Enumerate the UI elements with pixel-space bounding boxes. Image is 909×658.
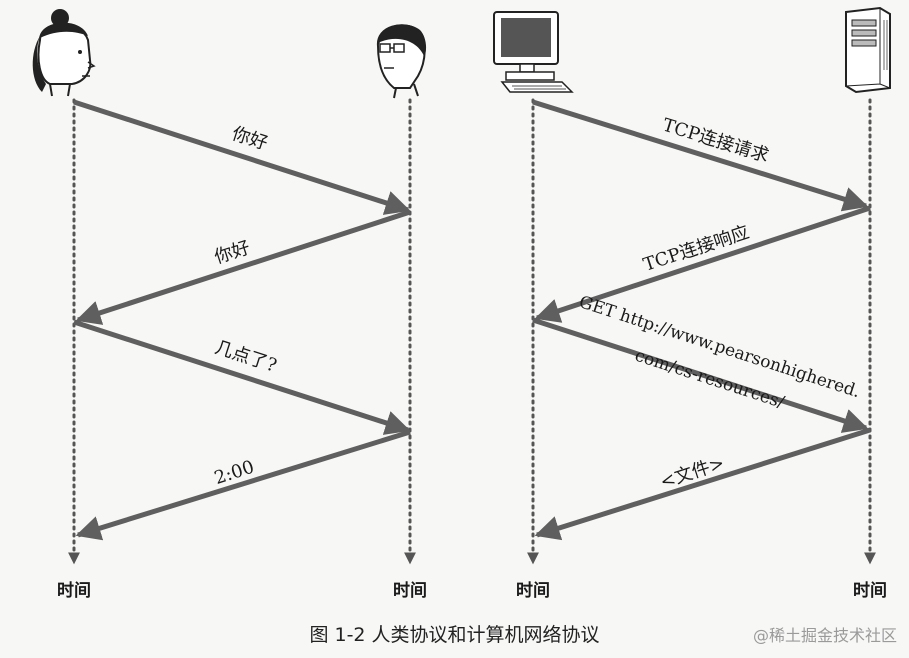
message-hello-1: 你好 — [229, 123, 270, 154]
time-label-woman: 时间 — [57, 580, 91, 601]
arrow-what-time — [73, 319, 411, 435]
arrow-tcp-response — [534, 205, 871, 323]
time-label-client: 时间 — [516, 580, 550, 601]
arrow-tcp-request — [532, 99, 869, 212]
time-label-man: 时间 — [393, 580, 427, 601]
arrow-file — [534, 427, 871, 541]
woman-head-icon — [32, 9, 96, 97]
man-with-glasses-icon — [376, 24, 427, 99]
arrow-hello-1 — [73, 99, 411, 215]
figure-caption: 图 1-2 人类协议和计算机网络协议 — [309, 624, 600, 646]
desktop-computer-icon — [493, 11, 574, 93]
arrow-hello-2 — [75, 209, 411, 325]
arrow-get-request — [532, 317, 869, 433]
arrow-two-oclock — [75, 429, 411, 541]
time-label-server: 时间 — [853, 580, 887, 601]
watermark: @稀土掘金技术社区 — [752, 626, 897, 645]
server-tower-icon — [845, 6, 891, 94]
